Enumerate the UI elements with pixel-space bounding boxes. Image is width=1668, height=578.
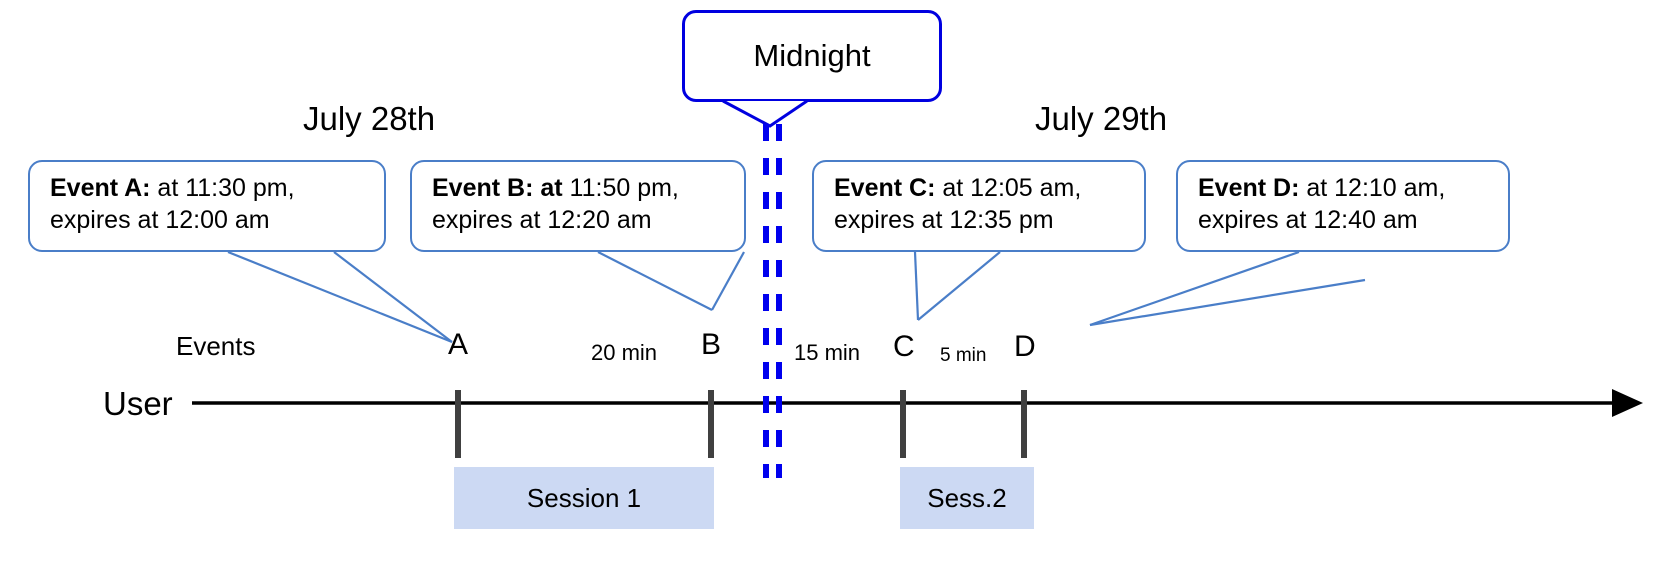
row-label-user: User (103, 385, 173, 422)
callout-event-a-line2: expires at 12:00 am (50, 206, 270, 234)
interval-label-b-to-c: 15 min (794, 340, 861, 365)
callout-event-c: Event C: at 12:05 am, expires at 12:35 p… (812, 160, 1146, 252)
callout-event-d-line2: expires at 12:40 am (1198, 206, 1418, 234)
tick-label-b: B (701, 328, 722, 361)
leader-line-event-d (1089, 250, 1366, 327)
midnight-dashed-line (763, 124, 782, 478)
callout-event-a: Event A: at 11:30 pm, expires at 12:00 a… (28, 160, 386, 252)
timeline-axis (192, 389, 1643, 417)
session-box-2-label: Sess.2 (927, 482, 1007, 513)
callout-event-a-line1: Event A: at 11:30 pm, (50, 172, 370, 204)
row-label-events: Events (176, 331, 256, 361)
leader-line-event-c (913, 251, 1001, 321)
leader-line-event-a (227, 250, 453, 344)
callout-event-d: Event D: at 12:10 am, expires at 12:40 a… (1176, 160, 1510, 252)
interval-label-c-to-d: 5 min (940, 345, 987, 366)
midnight-callout: Midnight (682, 10, 942, 102)
callout-event-d-title: Event D: (1198, 174, 1300, 202)
tick-label-c: C (893, 330, 915, 363)
session-box-1: Session 1 (454, 467, 714, 529)
date-label-july-28: July 28th (303, 100, 436, 137)
session-box-2: Sess.2 (900, 467, 1034, 529)
callout-event-c-line2: expires at 12:35 pm (834, 206, 1054, 234)
midnight-label: Midnight (753, 38, 871, 73)
tick-label-a: A (448, 328, 469, 361)
midnight-callout-tail (722, 99, 808, 128)
interval-label-a-to-b: 20 min (591, 340, 658, 365)
callout-event-c-line1: Event C: at 12:05 am, (834, 172, 1130, 204)
callout-event-b-body1: 11:50 pm, (562, 174, 679, 202)
callout-event-c-body1: at 12:05 am, (935, 174, 1082, 202)
callout-event-b-line2: expires at 12:20 am (432, 206, 652, 234)
callout-event-b-title-extra: at (533, 174, 563, 202)
callout-event-d-line1: Event D: at 12:10 am, (1198, 172, 1494, 204)
callout-event-b: Event B: at 11:50 pm, expires at 12:20 a… (410, 160, 746, 252)
callout-event-c-title: Event C: (834, 174, 936, 202)
callout-event-a-title: Event A: (50, 174, 151, 202)
session-box-1-label: Session 1 (526, 482, 642, 513)
callout-event-b-title: Event B: (432, 174, 534, 202)
date-label-july-29: July 29th (1035, 100, 1168, 137)
leader-line-event-b (597, 251, 745, 311)
tick-marks (455, 390, 1027, 458)
callout-event-d-body1: at 12:10 am, (1299, 174, 1446, 202)
callout-event-a-body1: at 11:30 pm, (150, 174, 295, 202)
tick-label-d: D (1014, 330, 1036, 363)
callout-event-b-line1: Event B: at 11:50 pm, (432, 172, 730, 204)
